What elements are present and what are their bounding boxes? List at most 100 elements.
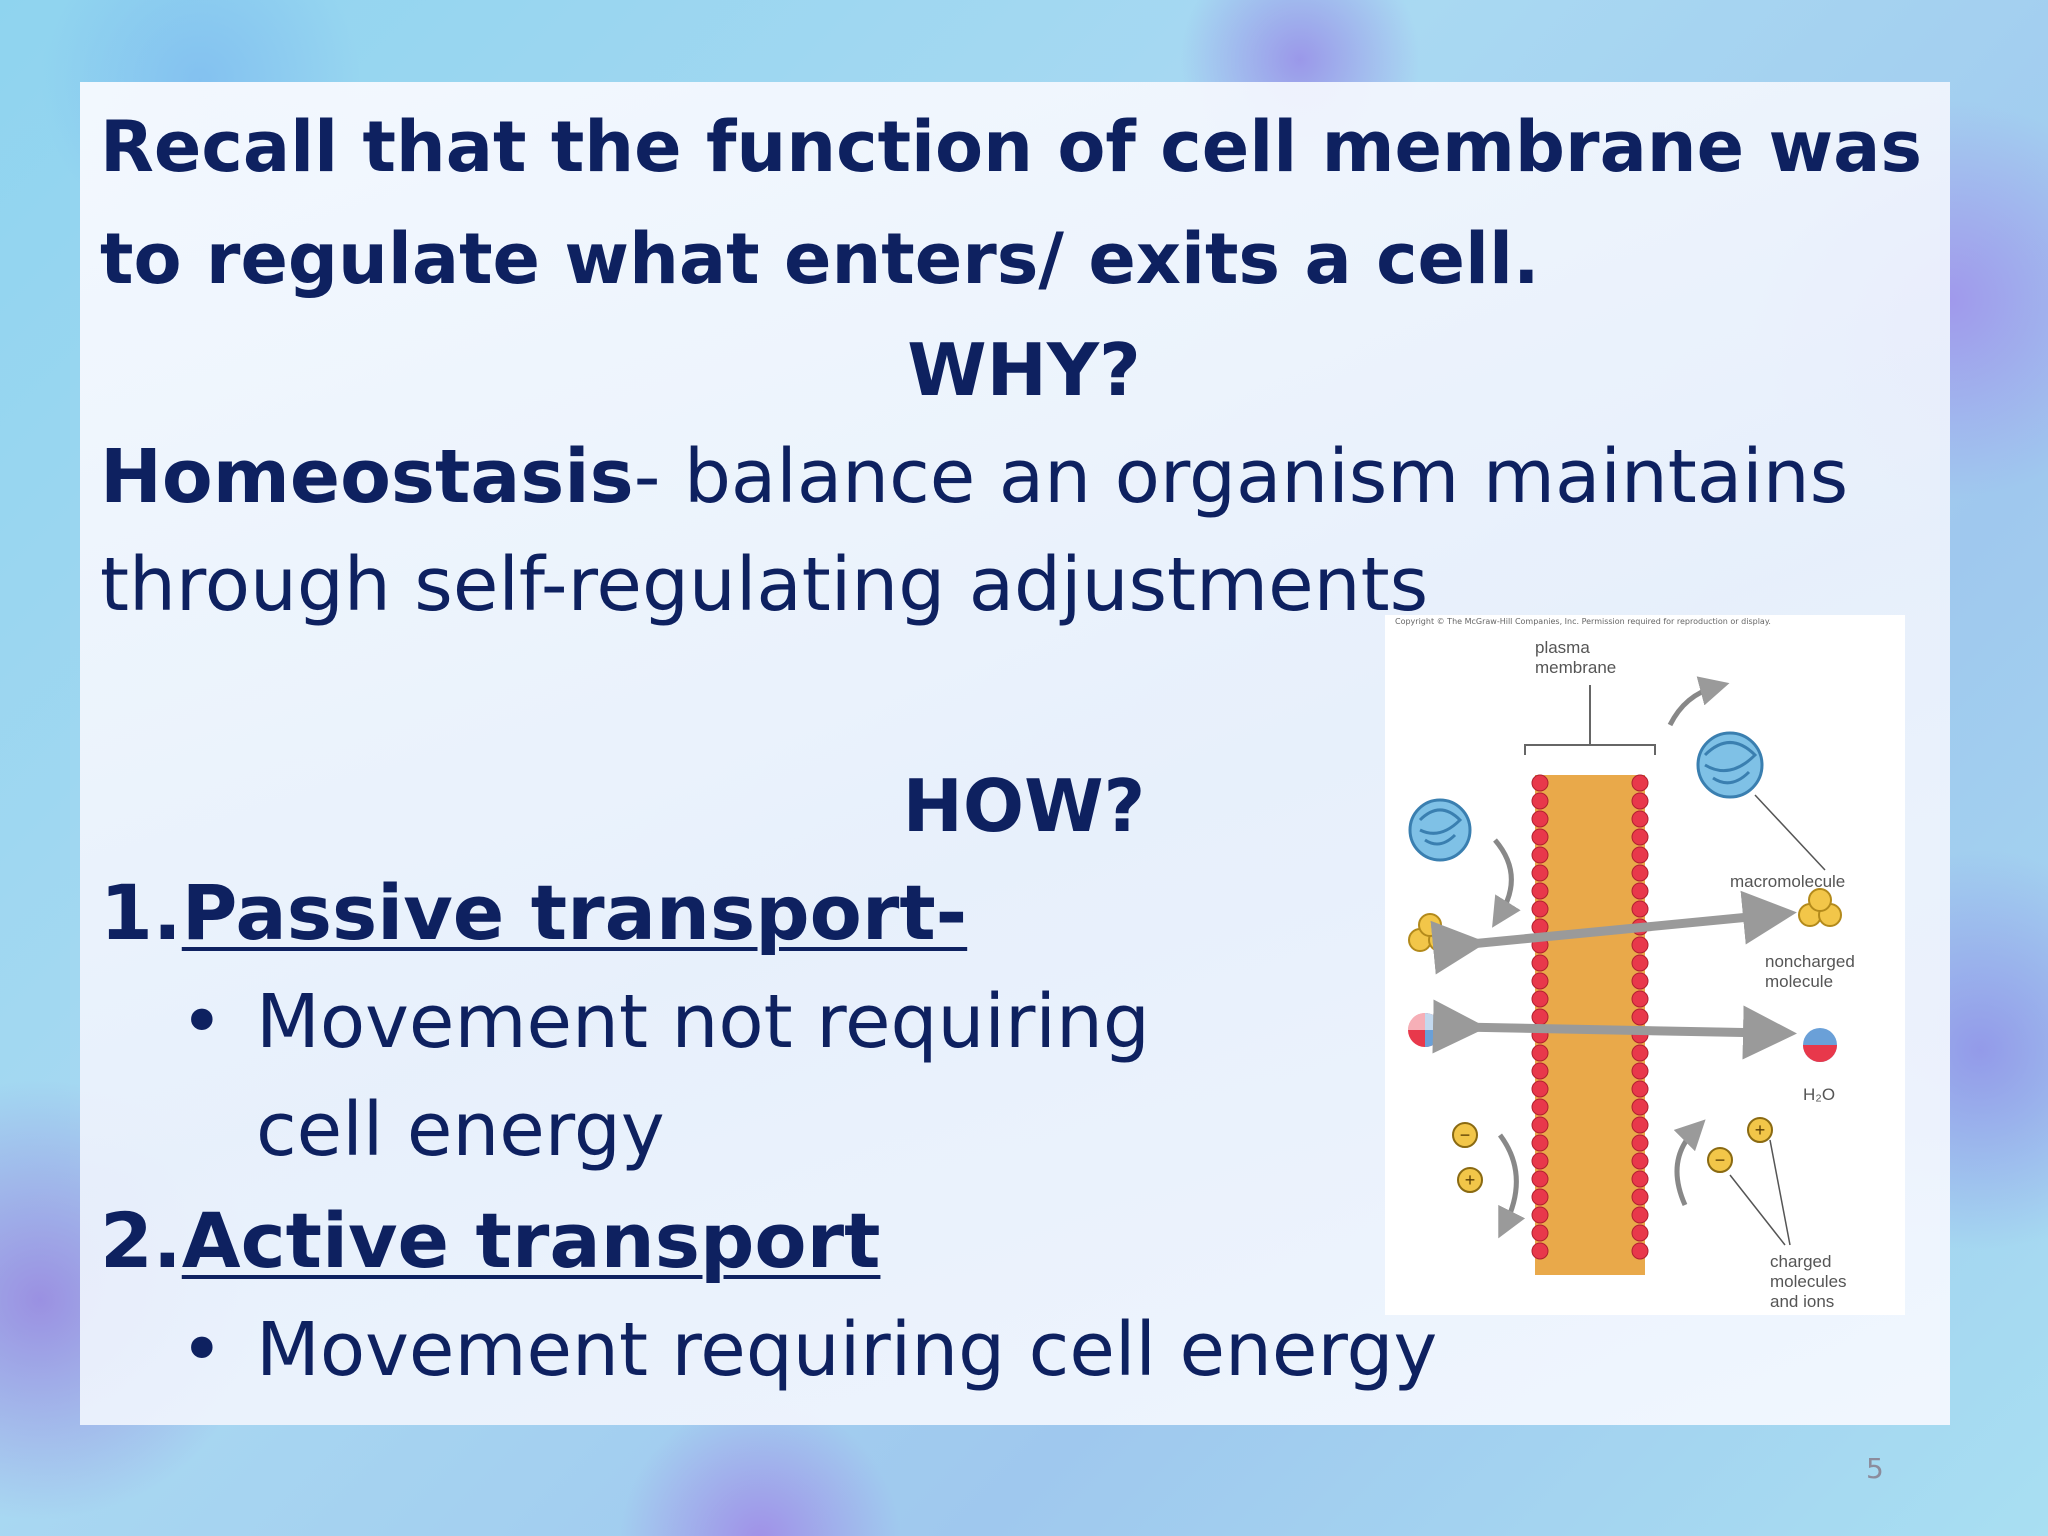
slide-title-line-1: Recall that the function of cell membran… <box>100 106 1923 188</box>
slide-number: 5 <box>1866 1452 1884 1485</box>
bullet-dot: • <box>180 979 224 1065</box>
macro-arrow-left <box>1492 838 1521 928</box>
water-molecule-right <box>1803 1028 1837 1062</box>
lipid-head <box>1631 774 1649 792</box>
active-transport-label: Active transport <box>181 1196 881 1285</box>
lipid-head <box>1531 1098 1549 1116</box>
lipid-head <box>1531 1224 1549 1242</box>
lipid-head <box>1631 810 1649 828</box>
lipid-head <box>1531 1080 1549 1098</box>
lipid-head <box>1631 1044 1649 1062</box>
ion-arrow-left <box>1497 1133 1526 1239</box>
membrane-transport-diagram: plasma membrane macromolecule no <box>1385 615 1905 1315</box>
lipid-head <box>1531 864 1549 882</box>
passive-transport-heading: 1.Passive transport- <box>100 875 967 951</box>
ion-pointer <box>1729 1139 1791 1246</box>
homeostasis-definition: Homeostasis- balance an organism maintai… <box>100 440 1848 514</box>
lipid-head <box>1531 882 1549 900</box>
label-and-ions: and ions <box>1770 1292 1834 1311</box>
lipid-head <box>1631 1206 1649 1224</box>
active-bullet-text: Movement requiring cell energy <box>256 1307 1438 1393</box>
label-macromolecule: macromolecule <box>1730 872 1845 891</box>
membrane-bracket <box>1524 685 1656 755</box>
lipid-head <box>1631 972 1649 990</box>
water-molecule-left <box>1408 1013 1442 1047</box>
lipid-head <box>1531 1008 1549 1026</box>
how-heading: HOW? <box>902 764 1146 848</box>
item-number-1: 1. <box>100 868 182 957</box>
homeostasis-definition-text: - balance an organism maintains <box>633 434 1849 520</box>
lipid-head <box>1531 1134 1549 1152</box>
passive-bullet-continuation: cell energy <box>256 1087 665 1173</box>
lipid-head <box>1531 990 1549 1008</box>
ion-sign: + <box>1755 1120 1766 1140</box>
homeostasis-definition-line-2: through self-regulating adjustments <box>100 542 1429 628</box>
diagram-copyright: Copyright © The McGraw-Hill Companies, I… <box>1395 617 1771 626</box>
label-noncharged: noncharged <box>1765 952 1855 971</box>
lipid-head <box>1531 1152 1549 1170</box>
ions-right: − + <box>1707 1117 1773 1173</box>
lipid-head <box>1631 828 1649 846</box>
lipid-head <box>1531 1116 1549 1134</box>
lipid-head <box>1631 954 1649 972</box>
lipid-head <box>1631 1170 1649 1188</box>
lipid-head <box>1631 1116 1649 1134</box>
macromolecule-left <box>1408 798 1472 862</box>
lipid-head <box>1531 792 1549 810</box>
label-plasma: plasma <box>1535 638 1590 657</box>
label-molecules: molecules <box>1770 1272 1847 1291</box>
macro-arrow-right <box>1667 676 1730 727</box>
lipid-head <box>1631 1062 1649 1080</box>
macro-pointer <box>1754 794 1826 871</box>
lipid-head <box>1631 1008 1649 1026</box>
lipid-head <box>1631 792 1649 810</box>
lipid-head <box>1531 1062 1549 1080</box>
lipid-head <box>1631 936 1649 954</box>
lipid-head <box>1531 1044 1549 1062</box>
lipid-head <box>1531 954 1549 972</box>
lipid-head <box>1531 1206 1549 1224</box>
ion-arrow-right <box>1673 1119 1706 1207</box>
lipid-head <box>1631 990 1649 1008</box>
lipid-head <box>1531 1188 1549 1206</box>
label-water: H₂O <box>1803 1085 1835 1104</box>
lipid-head <box>1531 972 1549 990</box>
noncharged-molecule-left <box>1408 913 1452 952</box>
lipid-head <box>1531 1242 1549 1260</box>
item-number-2: 2. <box>100 1196 182 1285</box>
label-membrane: membrane <box>1535 658 1616 677</box>
membrane-diagram-svg: plasma membrane macromolecule no <box>1408 638 1855 1311</box>
lipid-head <box>1631 846 1649 864</box>
lipid-head <box>1531 900 1549 918</box>
passive-transport-label: Passive transport- <box>181 868 968 957</box>
lipid-head <box>1531 774 1549 792</box>
noncharged-arrow <box>1430 890 1797 975</box>
lipid-head <box>1531 1170 1549 1188</box>
label-molecule: molecule <box>1765 972 1833 991</box>
passive-bullet-text: Movement not requiring <box>256 979 1150 1065</box>
noncharged-molecule-right <box>1798 888 1842 927</box>
ion-sign: − <box>1460 1125 1471 1145</box>
lipid-head <box>1531 846 1549 864</box>
why-heading: WHY? <box>907 328 1141 412</box>
lipid-head <box>1631 900 1649 918</box>
lipid-head <box>1631 1188 1649 1206</box>
slide-title-line-2: to regulate what enters/ exits a cell. <box>100 218 1540 300</box>
lipid-head <box>1531 810 1549 828</box>
lipid-head <box>1631 1152 1649 1170</box>
lipid-head <box>1631 1242 1649 1260</box>
homeostasis-term: Homeostasis <box>100 434 634 520</box>
water-arrow <box>1432 999 1797 1060</box>
lipid-head <box>1631 1134 1649 1152</box>
lipid-head <box>1631 1224 1649 1242</box>
lipid-head <box>1631 1098 1649 1116</box>
ion-sign: + <box>1465 1170 1476 1190</box>
bullet-dot: • <box>180 1307 224 1393</box>
ion-sign: − <box>1715 1150 1726 1170</box>
macromolecule-right <box>1696 731 1764 799</box>
lipid-head <box>1631 864 1649 882</box>
active-transport-heading: 2.Active transport <box>100 1203 880 1279</box>
lipid-head <box>1531 828 1549 846</box>
label-charged: charged <box>1770 1252 1831 1271</box>
lipid-head <box>1631 1080 1649 1098</box>
